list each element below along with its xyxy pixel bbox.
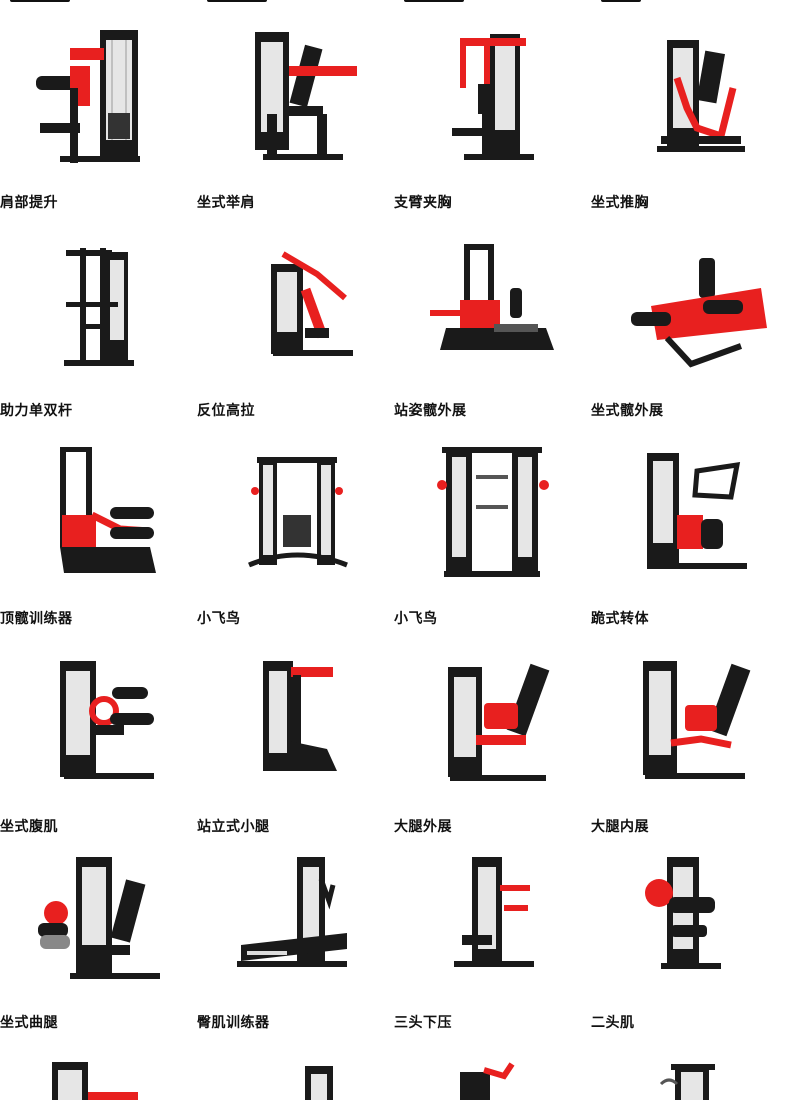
product-label: 小飞鸟 — [197, 611, 241, 627]
cropped-label-fragment — [207, 0, 267, 2]
triceps-pushdown-machine-icon[interactable] — [394, 845, 591, 995]
inner-thigh-adductor-machine-icon[interactable] — [591, 645, 788, 795]
functional-trainer-icon[interactable] — [197, 435, 394, 585]
functional-trainer-large-icon[interactable] — [394, 435, 591, 585]
product-label: 坐式髋外展 — [591, 403, 664, 419]
product-label: 肩部提升 — [0, 195, 58, 211]
standing-hip-abduction-machine-icon[interactable] — [394, 228, 591, 378]
partial-machine-icon[interactable] — [197, 1052, 394, 1100]
kneeling-rotary-torso-machine-icon[interactable] — [591, 435, 788, 585]
product-label: 臀肌训练器 — [197, 1015, 270, 1031]
seated-hip-abduction-machine-icon[interactable] — [591, 228, 788, 378]
product-label: 站立式小腿 — [197, 819, 270, 835]
shoulder-lift-machine-icon[interactable] — [0, 18, 197, 168]
cropped-label-fragment — [10, 0, 70, 2]
product-label: 三头下压 — [394, 1015, 452, 1031]
product-label: 大腿内展 — [591, 819, 649, 835]
seated-abdominal-machine-icon[interactable] — [0, 645, 197, 795]
hip-thrust-machine-icon[interactable] — [0, 435, 197, 585]
partial-machine-icon[interactable] — [0, 1052, 197, 1100]
biceps-curl-machine-icon[interactable] — [591, 845, 788, 995]
glute-trainer-machine-icon[interactable] — [197, 845, 394, 995]
product-label: 支臂夹胸 — [394, 195, 452, 211]
pec-fly-machine-icon[interactable] — [394, 18, 591, 168]
product-label: 坐式推胸 — [591, 195, 649, 211]
product-label: 二头肌 — [591, 1015, 635, 1031]
reverse-lat-pulldown-machine-icon[interactable] — [197, 228, 394, 378]
product-label: 跪式转体 — [591, 611, 649, 627]
product-label: 助力单双杆 — [0, 403, 73, 419]
product-label: 大腿外展 — [394, 819, 452, 835]
partial-machine-icon[interactable] — [591, 1052, 788, 1100]
seated-leg-curl-machine-icon[interactable] — [0, 845, 197, 995]
product-label: 反位高拉 — [197, 403, 255, 419]
product-label: 坐式曲腿 — [0, 1015, 58, 1031]
cropped-label-fragment — [404, 0, 464, 2]
product-label: 坐式举肩 — [197, 195, 255, 211]
product-label: 坐式腹肌 — [0, 819, 58, 835]
assisted-dip-chin-machine-icon[interactable] — [0, 228, 197, 378]
product-label: 小飞鸟 — [394, 611, 438, 627]
top-cropped-labels — [0, 0, 790, 6]
product-label: 站姿髋外展 — [394, 403, 467, 419]
standing-calf-raise-machine-icon[interactable] — [197, 645, 394, 795]
chest-press-machine-icon[interactable] — [591, 18, 788, 168]
cropped-label-fragment — [601, 0, 641, 2]
partial-machine-icon[interactable] — [394, 1052, 591, 1100]
outer-thigh-abductor-machine-icon[interactable] — [394, 645, 591, 795]
product-label: 顶髋训练器 — [0, 611, 73, 627]
seated-shoulder-press-machine-icon[interactable] — [197, 18, 394, 168]
